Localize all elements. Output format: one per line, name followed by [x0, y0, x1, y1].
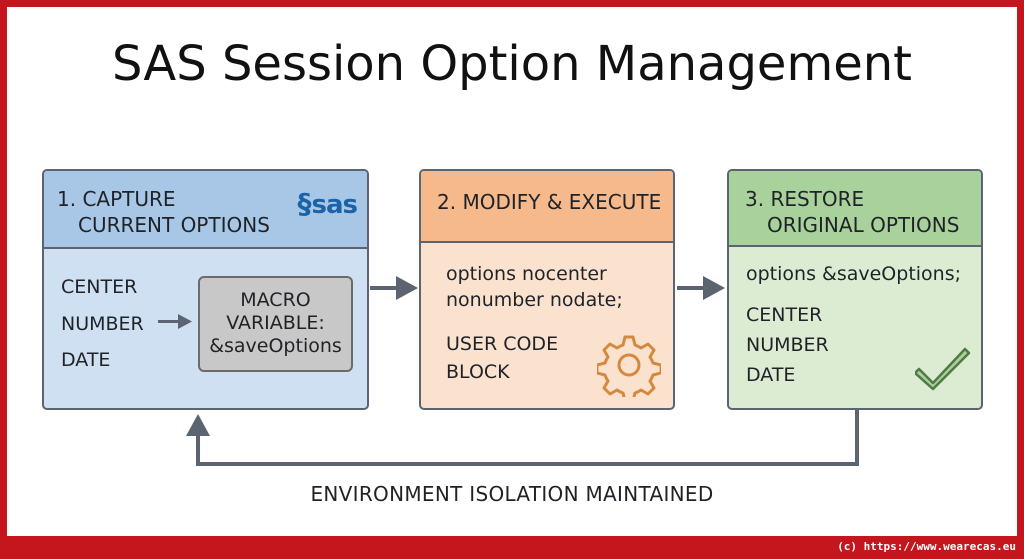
macro-variable-box: MACRO VARIABLE: &saveOptions: [198, 276, 353, 372]
user-code-line-1: USER CODE: [446, 333, 559, 355]
macro-line-1: MACRO: [240, 289, 311, 311]
macro-line-3: &saveOptions: [209, 335, 342, 357]
step-restore-box: 3. RESTORE ORIGINAL OPTIONS options &sav…: [727, 169, 983, 410]
restore-option-number: NUMBER: [746, 334, 829, 356]
step-modify-box: 2. MODIFY & EXECUTE options nocenter non…: [419, 169, 675, 410]
option-date: DATE: [61, 349, 111, 371]
bottom-bar: [0, 536, 1024, 559]
return-loop-head: [186, 414, 210, 436]
modify-code-line-1: options nocenter: [446, 263, 607, 285]
step-modify-header: 2. MODIFY & EXECUTE: [421, 171, 673, 243]
arrow-macro-shaft: [158, 320, 180, 323]
macro-line-2: VARIABLE:: [226, 312, 325, 334]
option-center: CENTER: [61, 276, 138, 298]
copyright-text: (c) https://www.wearecas.eu: [837, 540, 1016, 553]
step-restore-header: 3. RESTORE ORIGINAL OPTIONS: [729, 171, 981, 247]
step-capture-header: 1. CAPTURE CURRENT OPTIONS §sas: [44, 171, 367, 249]
arrow-2-head: [703, 276, 725, 300]
return-loop-line: [196, 410, 859, 466]
restore-option-date: DATE: [746, 364, 796, 386]
option-number: NUMBER: [61, 313, 144, 335]
step-restore-heading-2: ORIGINAL OPTIONS: [767, 213, 960, 237]
step-capture-box: 1. CAPTURE CURRENT OPTIONS §sas CENTER N…: [42, 169, 369, 410]
gear-icon: [597, 335, 661, 397]
step-modify-heading: 2. MODIFY & EXECUTE: [437, 190, 662, 214]
step-restore-heading-1: 3. RESTORE: [745, 187, 865, 211]
restore-code-line: options &saveOptions;: [746, 263, 962, 285]
step-capture-heading-2: CURRENT OPTIONS: [78, 213, 270, 237]
sas-logo: §sas: [297, 187, 358, 220]
arrow-macro-head: [178, 314, 192, 329]
arrow-1-head: [396, 276, 418, 300]
step-capture-heading-1: 1. CAPTURE: [57, 187, 176, 211]
page-title: SAS Session Option Management: [112, 36, 912, 92]
arrow-1-shaft: [370, 286, 400, 290]
checkmark-icon: [915, 347, 971, 391]
modify-code-line-2: nonumber nodate;: [446, 289, 623, 311]
restore-option-center: CENTER: [746, 304, 823, 326]
footer-label: ENVIRONMENT ISOLATION MAINTAINED: [310, 482, 714, 506]
user-code-line-2: BLOCK: [446, 361, 510, 383]
arrow-2-shaft: [677, 286, 707, 290]
